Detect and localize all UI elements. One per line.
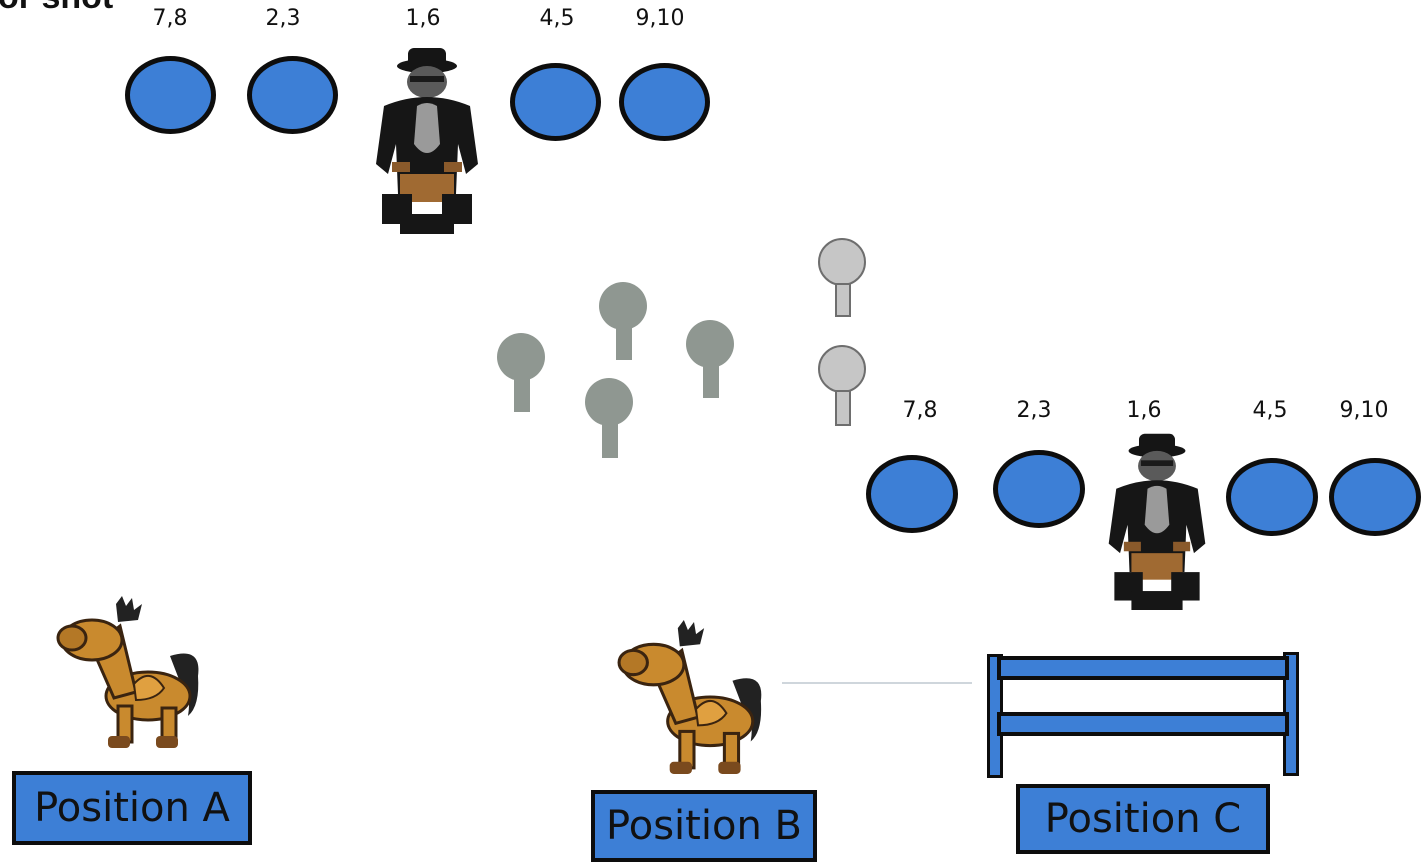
plate-target: [866, 455, 958, 533]
corner-title: or shot: [0, 0, 113, 17]
position-b-label: Position B: [591, 790, 817, 862]
plate-target: [247, 56, 338, 134]
top-label-5: 9,10: [635, 6, 685, 31]
divider-line: [782, 682, 972, 684]
plate-target: [619, 63, 710, 141]
horse-icon: [56, 596, 199, 748]
bandit-target-icon: [376, 48, 478, 234]
plate-target: [510, 63, 601, 141]
plate-target: [125, 56, 216, 134]
top-label-4: 4,5: [539, 6, 575, 31]
right-label-1: 7,8: [902, 398, 938, 423]
position-a-label: Position A: [12, 771, 252, 845]
right-label-2: 2,3: [1016, 398, 1052, 423]
position-c-label: Position C: [1016, 784, 1270, 854]
plate-target: [1329, 458, 1421, 536]
plate-target: [993, 450, 1085, 528]
right-label-4: 4,5: [1252, 398, 1288, 423]
right-label-3: 1,6: [1126, 398, 1162, 423]
top-label-2: 2,3: [265, 6, 301, 31]
bandit-target-icon: [1108, 433, 1206, 610]
top-label-1: 7,8: [152, 6, 188, 31]
top-label-3: 1,6: [405, 6, 441, 31]
plate-target: [1226, 458, 1318, 536]
right-label-5: 9,10: [1339, 398, 1389, 423]
horse-icon: [617, 620, 762, 774]
